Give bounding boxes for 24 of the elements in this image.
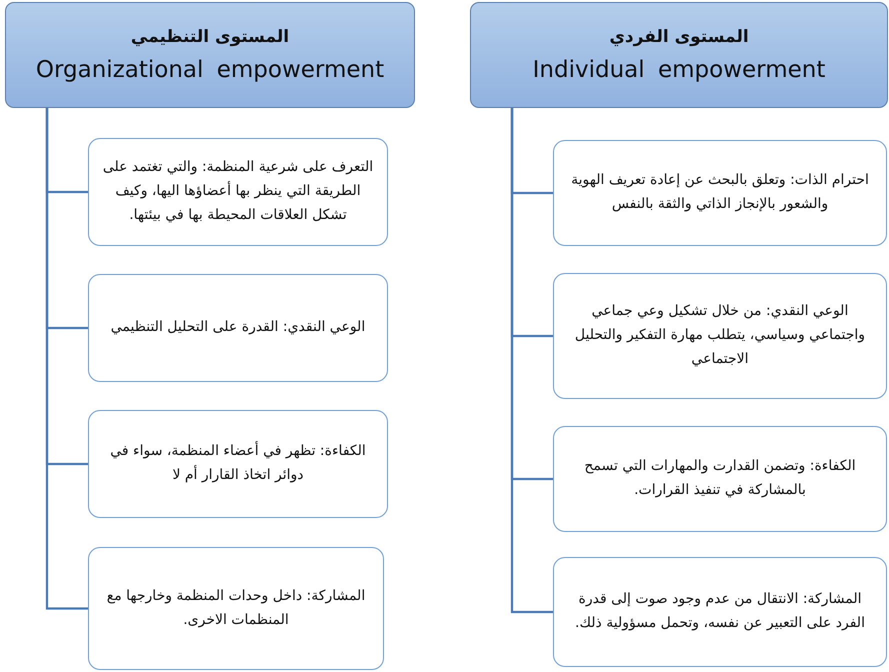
text-box xyxy=(88,138,388,246)
subheading-text: Individual empowerment xyxy=(532,57,826,83)
heading-text: المستوى الفردي xyxy=(609,27,749,47)
text-box xyxy=(553,557,887,667)
text-box xyxy=(553,426,887,532)
text-box xyxy=(88,274,388,382)
body-text: التعرف على شرعية المنظمة: والتي تغتمد على الطريقة التي ينظر بها أعضاؤها اليها، وكيف تشكل العلاقات المحيطة بها في بيئتها. xyxy=(102,158,374,225)
body-text: المشاركة: الانتقال من عدم وجود صوت إلى قدرة الفرد على التعبير عن نفسه، وتحمل مسؤولية ذلك. xyxy=(574,590,866,633)
body-text: المشاركة: داخل وحدات المنظمة وخارجها مع المنظمات الاخرى. xyxy=(106,586,366,630)
heading-text: المستوى التنظيمي xyxy=(130,27,290,47)
text-box xyxy=(88,410,388,518)
text-box xyxy=(553,273,887,399)
body-text: الوعي النقدي: القدرة على التحليل التنظيمي xyxy=(110,318,366,338)
text-box xyxy=(88,547,384,670)
body-text: الكفاءة: تظهر في أعضاء المنظمة، سواء في دوائر اتخاذ القارار أم لا xyxy=(109,440,367,485)
header-box xyxy=(5,2,415,108)
body-text: الكفاءة: وتضمن القدارت والمهارات التي تسمح بالمشاركة في تنفيذ القرارات. xyxy=(583,457,857,500)
body-text: الوعي النقدي: من خلال تشكيل وعي جماعي واجتماعي وسياسي، يتطلب مهارة التفكير والتحليل الاجتماعي xyxy=(574,302,866,369)
header-box xyxy=(470,2,888,108)
body-text: احترام الذات: وتعلق بالبحث عن إعادة تعريف الهوية والشعور بالإنجاز الذاتي والثقة بالنفس xyxy=(570,171,870,214)
connector-line xyxy=(46,108,88,610)
connector-line xyxy=(510,108,553,614)
text-box xyxy=(553,140,887,246)
subheading-text: Organizational empowerment xyxy=(36,57,384,83)
